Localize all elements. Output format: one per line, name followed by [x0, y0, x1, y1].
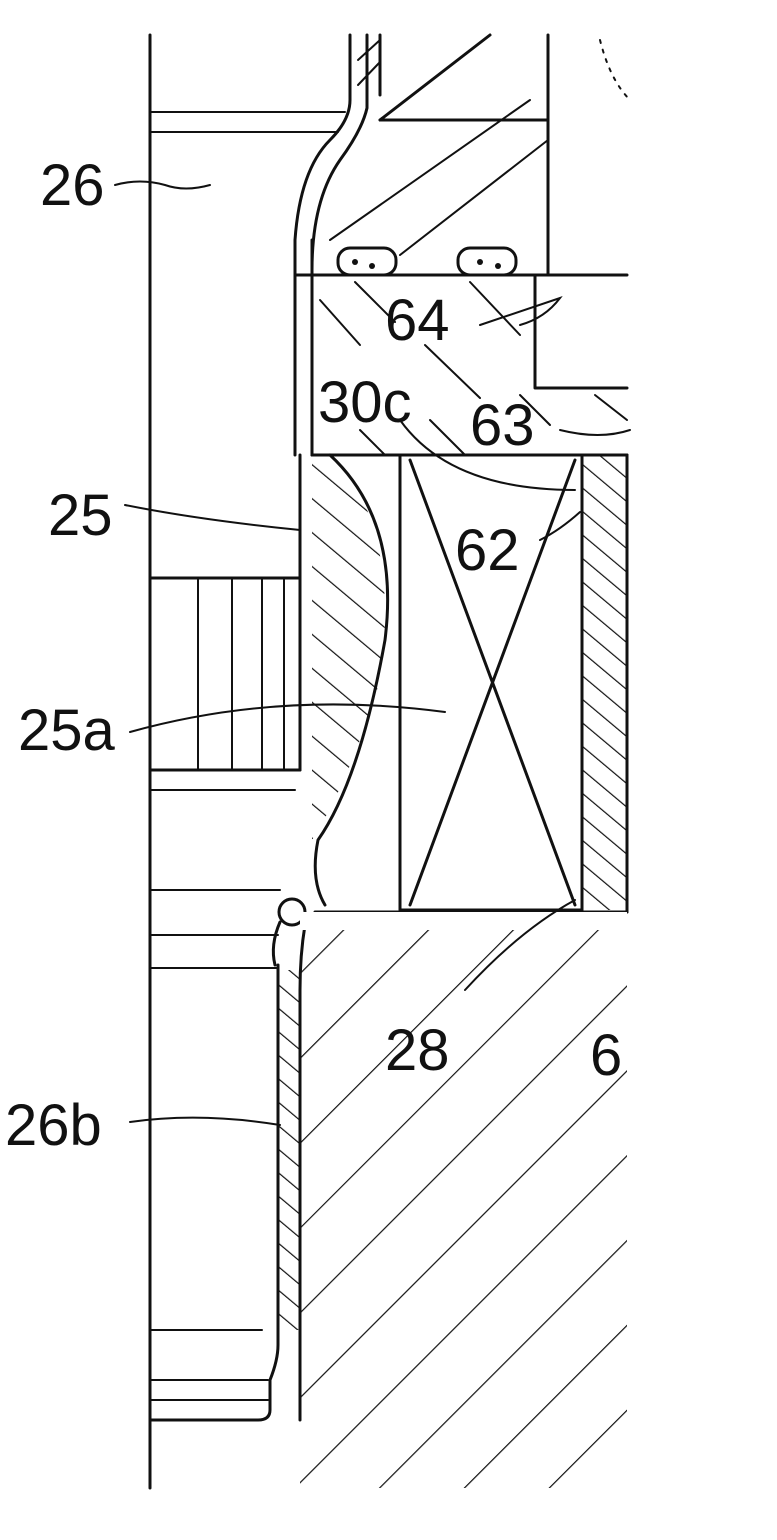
label-63: 63	[470, 393, 535, 458]
bearing-62	[398, 453, 584, 912]
upper-housing	[293, 33, 631, 457]
label-26: 26	[40, 153, 105, 218]
label-28: 28	[385, 1018, 450, 1083]
label-30c: 30c	[318, 370, 412, 435]
leader-lines	[114, 180, 631, 1126]
shaft-outline	[148, 33, 346, 1490]
sleeve-26b	[148, 934, 302, 1422]
label-25a: 25a	[18, 698, 116, 763]
label-64: 64	[385, 288, 450, 353]
ribbed-spline	[148, 576, 302, 891]
label-6: 6	[590, 1023, 622, 1088]
outer-ring	[580, 453, 629, 914]
race-25	[298, 453, 390, 907]
label-26b: 26b	[5, 1093, 102, 1158]
lower-housing	[300, 912, 627, 1488]
label-25: 25	[48, 483, 113, 548]
label-62: 62	[455, 518, 520, 583]
